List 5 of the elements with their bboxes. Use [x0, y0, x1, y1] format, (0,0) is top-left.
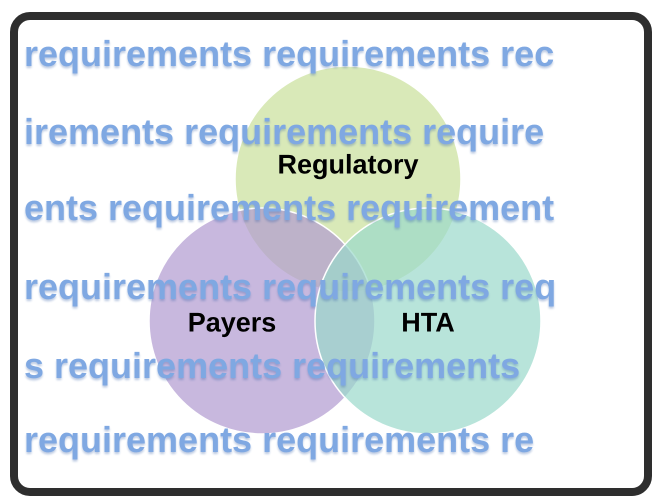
background-text: requirements requirements re [24, 420, 534, 460]
circle-label: HTA [401, 308, 455, 338]
background-text: requirements requirements rec [24, 34, 554, 74]
circle-label: Regulatory [277, 150, 419, 180]
circle-label: Payers [188, 308, 276, 338]
